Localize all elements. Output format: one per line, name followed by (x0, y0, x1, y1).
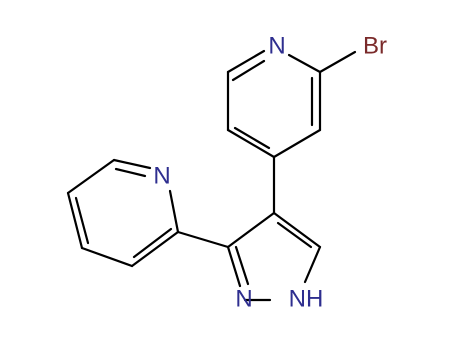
atom-n-pyrazole: N (235, 285, 252, 312)
bond-pz-pyridine-link (176, 230, 230, 249)
bond-py-c4-c3 (80, 246, 134, 268)
bond-pz-c3-c4 (226, 211, 276, 249)
bond-py-c5-c4 (66, 191, 84, 250)
bond-c4-c5-double (233, 126, 271, 150)
bond-pz-c5-nh (303, 245, 322, 284)
bond-n-c2-left-double (231, 59, 266, 82)
bond-pz-n-c3 (226, 245, 242, 288)
bond-pz-n-c3-double (234, 245, 250, 286)
bond-c-br (318, 50, 357, 74)
atom-n-left: N (153, 162, 170, 189)
bond-pz-c4-c5 (272, 211, 322, 249)
bond-pz-c4-c5-double (276, 221, 313, 249)
pyridine-ring (66, 158, 180, 268)
atom-nh: NH (289, 285, 324, 312)
bond-py-c3-c2-double (132, 227, 173, 259)
bromopyridine-ring (226, 49, 357, 159)
bond-n-c2 (287, 53, 322, 74)
bond-c3-c4 (272, 128, 322, 159)
bond-py-n-c6-double (114, 167, 147, 178)
pyrazole-ring (226, 211, 322, 302)
bond-py-c6-c5 (66, 158, 116, 195)
atom-n-top: N (268, 32, 285, 59)
bond-py-c5-c4-double (74, 196, 90, 245)
bond-py-c2-n (168, 189, 180, 234)
bond-n-c2-left (226, 49, 266, 74)
atom-br: Br (363, 32, 387, 59)
bond-c4-c5 (226, 128, 276, 159)
bond-py-c3-c2 (130, 230, 180, 268)
bond-py-n-c6 (112, 158, 152, 170)
